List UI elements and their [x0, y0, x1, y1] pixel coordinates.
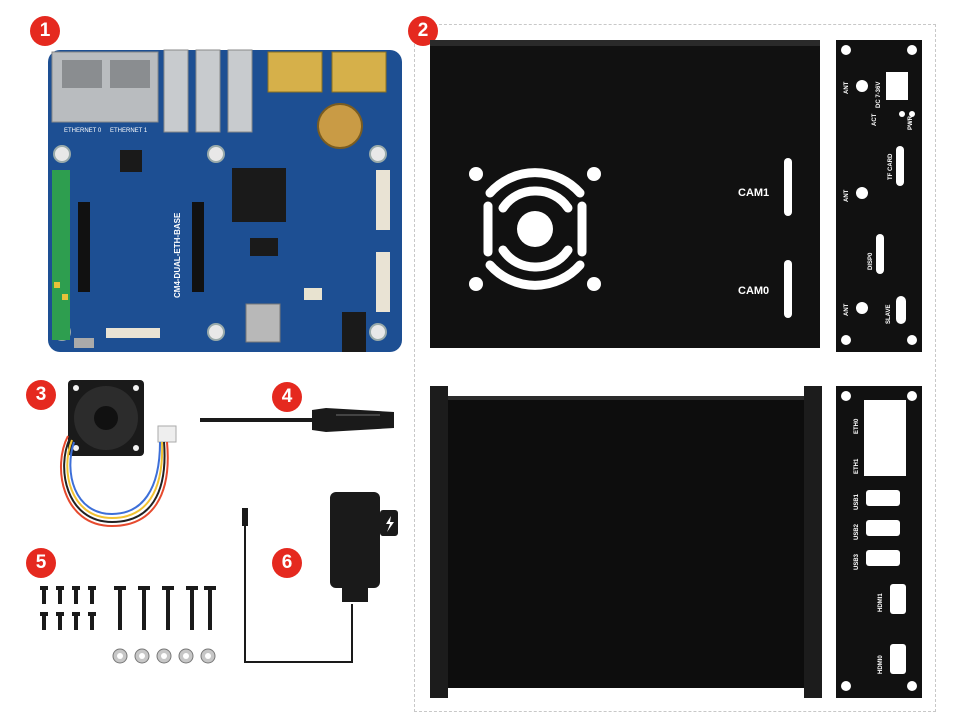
case-side-panel-bottom-image: ETH0 ETH1 USB1 USB2 USB3 HDMI1 HDMI0	[836, 386, 922, 698]
cam1-label: CAM1	[738, 187, 769, 199]
item-badge-6: 6	[272, 548, 302, 578]
side-label-ant-2: ANT	[844, 189, 850, 202]
board-name-silkscreen: CM4-DUAL-ETH-BASE	[173, 212, 182, 298]
item-badge-5: 5	[26, 548, 56, 578]
eth0-silkscreen: ETHERNET 0	[64, 128, 102, 134]
item-badge-2: 2	[408, 16, 438, 46]
side-label-usb2: USB2	[854, 523, 860, 540]
screws-and-nuts-image	[40, 586, 216, 664]
baseboard-image: ETHERNET 0 ETHERNET 1 CM4-DUAL-ETH-BASE	[48, 49, 402, 352]
item-badge-4: 4	[272, 382, 302, 412]
side-label-eth0: ETH0	[854, 418, 860, 434]
case-bottom-shell-image	[430, 386, 822, 698]
side-label-usb1: USB1	[854, 493, 860, 510]
side-label-eth1: ETH1	[854, 458, 860, 474]
case-top-plate-image: CAM1 CAM0	[430, 40, 820, 348]
side-label-pwr: PWR	[908, 115, 914, 130]
side-label-hdmi0: HDMI0	[878, 655, 884, 674]
side-label-disp0: DISP0	[868, 252, 874, 270]
cooling-fan-image	[60, 380, 177, 528]
eth1-silkscreen: ETHERNET 1	[110, 128, 148, 134]
case-side-panel-top-image: ANT DC 7-36V ACT PWR ANT TF CARD DISP0 A…	[836, 40, 922, 352]
side-label-ant-1: ANT	[844, 81, 850, 94]
side-label-hdmi1: HDMI1	[878, 593, 884, 612]
side-label-usb3: USB3	[854, 553, 860, 570]
item-badge-1: 1	[30, 16, 60, 46]
side-label-tf-card: TF CARD	[888, 153, 894, 180]
item-badge-3: 3	[26, 380, 56, 410]
side-label-slave: SLAVE	[886, 304, 892, 324]
power-adapter-image	[242, 492, 398, 663]
screwdriver-image	[200, 408, 394, 432]
side-label-act: ACT	[872, 113, 878, 126]
side-label-ant-3: ANT	[844, 303, 850, 316]
side-label-dc: DC 7-36V	[876, 82, 882, 108]
case-group-frame	[414, 24, 936, 712]
cam0-label: CAM0	[738, 285, 769, 297]
